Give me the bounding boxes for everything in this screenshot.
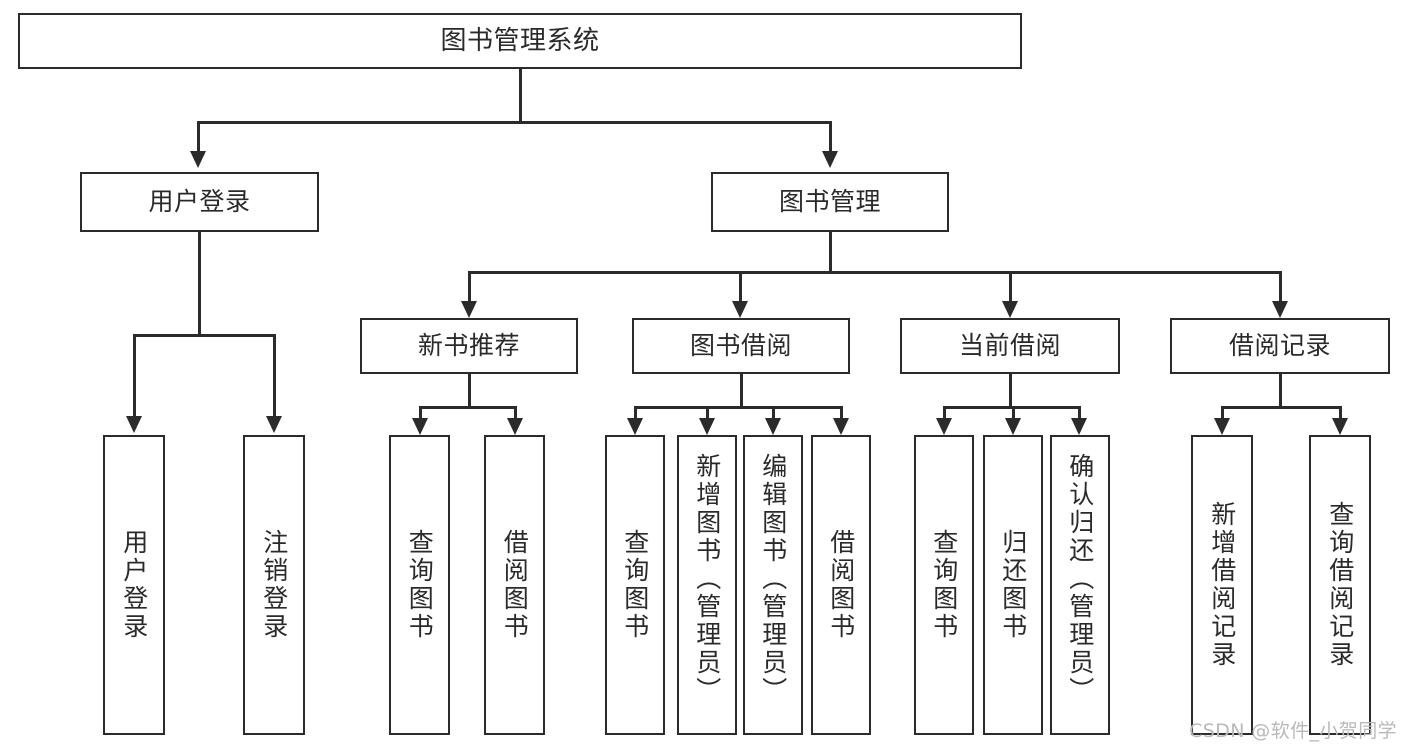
leaf-query-book-borrow[interactable]: 查询图书 [605,435,665,735]
arrow-cb-child1-icon [936,418,952,435]
connector-book-borrow-bus [634,406,842,409]
connector-user-login-stem [198,232,201,336]
node-label: 图书管理系统 [440,25,600,56]
arrow-cb-child3-icon [1071,418,1087,435]
node-label: 归还图书 [998,529,1028,641]
leaf-confirm-return-admin[interactable]: 确认归还（管理员） [1050,435,1110,735]
connector-nbr-child1 [419,406,422,420]
connector-br-child1 [1221,406,1224,420]
leaf-borrow-book-recommend[interactable]: 借阅图书 [484,435,545,735]
leaf-add-borrow-record[interactable]: 新增借阅记录 [1191,435,1253,735]
arrow-to-book-borrow-icon [732,301,748,318]
node-label: 新增图书（管理员） [692,453,722,705]
csdn-watermark: CSDN @软件_小贺同学 [1189,720,1397,742]
connector-cb-child1 [943,406,946,420]
node-label: 查询图书 [929,529,959,641]
arrow-br-child2-icon [1332,418,1348,435]
node-label: 确认归还（管理员） [1065,453,1095,705]
connector-bb-child3 [772,406,775,420]
connector-nbr-child2 [514,406,517,420]
connector-root-stem [519,69,522,122]
node-label: 新增借阅记录 [1207,501,1237,669]
node-label: 当前借阅 [958,331,1061,361]
connector-book-manage-stem [829,232,832,273]
arrow-nbr-child2-icon [507,418,523,435]
leaf-add-book-admin[interactable]: 新增图书（管理员） [677,435,737,735]
connector-to-user-login [197,121,200,153]
connector-bb-child4 [840,406,843,420]
connector-new-book-recommend-bus [419,406,517,409]
connector-borrow-record-stem [1279,374,1282,408]
connector-bb-child2 [706,406,709,420]
node-label: 图书借阅 [689,331,792,361]
connector-bb-child1 [634,406,637,420]
arrow-user-login-child1-icon [126,416,142,433]
node-label: 图书管理 [778,187,881,217]
connector-cb-child3 [1078,406,1081,420]
connector-book-borrow-stem [740,374,743,408]
arrow-to-new-book-recommend-icon [461,301,477,318]
node-label: 查询借阅记录 [1325,501,1355,669]
node-root-book-management-system[interactable]: 图书管理系统 [18,13,1022,69]
node-label: 新书推荐 [417,331,520,361]
arrow-br-child1-icon [1214,418,1230,435]
arrow-user-login-child2-icon [266,416,282,433]
connector-level3-bus [468,271,1280,274]
leaf-return-book[interactable]: 归还图书 [983,435,1043,735]
leaf-query-book-current[interactable]: 查询图书 [914,435,974,735]
node-borrow-record[interactable]: 借阅记录 [1170,318,1390,374]
node-label: 用户登录 [119,529,149,641]
connector-borrow-record-bus [1221,406,1341,409]
connector-current-borrow-stem [1009,374,1012,408]
arrow-to-book-manage-icon [822,151,838,168]
node-book-manage[interactable]: 图书管理 [711,172,949,232]
leaf-user-logout[interactable]: 注销登录 [243,435,305,735]
node-current-borrow[interactable]: 当前借阅 [900,318,1120,374]
node-label: 用户登录 [148,187,251,217]
node-label: 编辑图书（管理员） [758,453,788,705]
connector-new-book-recommend-stem [468,374,471,408]
node-label: 注销登录 [259,529,289,641]
connector-level2-bus [197,121,831,124]
arrow-bb-child1-icon [627,418,643,435]
node-label: 借阅记录 [1228,331,1331,361]
arrow-bb-child3-icon [765,418,781,435]
connector-to-book-manage [829,121,832,153]
node-label: 借阅图书 [500,529,530,641]
node-user-login[interactable]: 用户登录 [80,172,319,232]
leaf-query-book-recommend[interactable]: 查询图书 [389,435,450,735]
arrow-nbr-child1-icon [412,418,428,435]
node-label: 查询图书 [405,529,435,641]
leaf-user-login[interactable]: 用户登录 [103,435,165,735]
connector-cb-child2 [1012,406,1015,420]
connector-to-book-borrow [739,271,742,303]
connector-to-new-book-recommend [468,271,471,303]
connector-to-current-borrow [1009,271,1012,303]
leaf-edit-book-admin[interactable]: 编辑图书（管理员） [743,435,803,735]
arrow-to-borrow-record-icon [1272,301,1288,318]
connector-user-login-child2 [273,334,276,418]
arrow-bb-child2-icon [699,418,715,435]
leaf-query-borrow-record[interactable]: 查询借阅记录 [1309,435,1371,735]
connector-to-borrow-record [1279,271,1282,303]
node-label: 借阅图书 [826,529,856,641]
connector-br-child2 [1339,406,1342,420]
node-label: 查询图书 [620,529,650,641]
arrow-bb-child4-icon [833,418,849,435]
connector-current-borrow-bus [943,406,1080,409]
arrow-to-user-login-icon [190,151,206,168]
leaf-borrow-book-borrow[interactable]: 借阅图书 [811,435,871,735]
node-new-book-recommend[interactable]: 新书推荐 [360,318,578,374]
arrow-cb-child2-icon [1005,418,1021,435]
connector-user-login-child1 [133,334,136,418]
connector-user-login-bus [133,334,273,337]
node-book-borrow[interactable]: 图书借阅 [632,318,850,374]
arrow-to-current-borrow-icon [1002,301,1018,318]
